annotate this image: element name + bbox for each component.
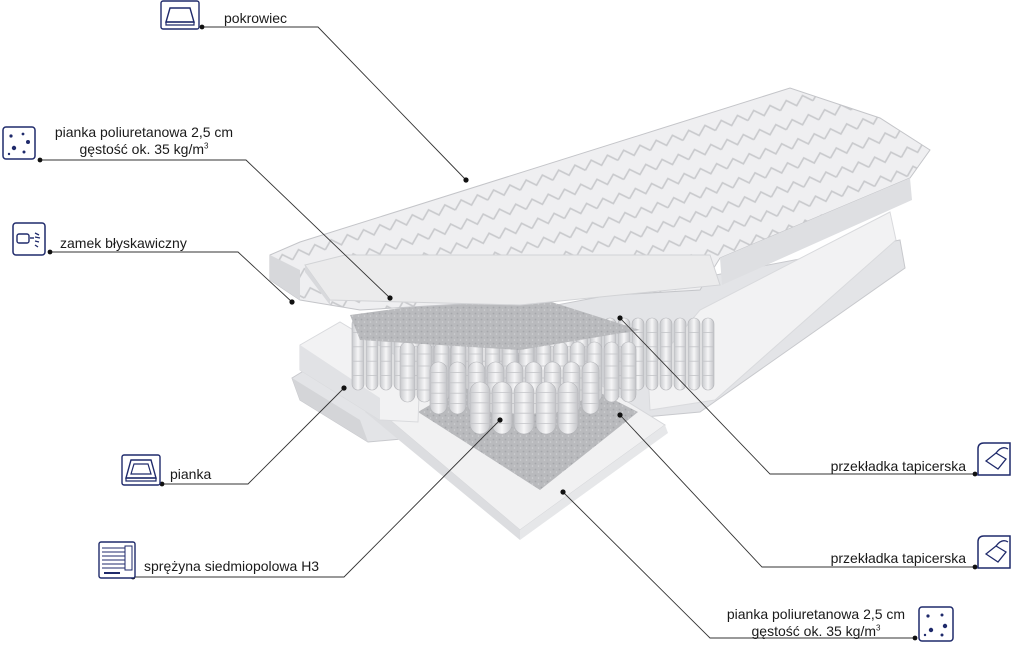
upholstery-pad-icon xyxy=(976,441,1012,477)
upholstery-pad-icon xyxy=(976,534,1012,570)
spring-coil xyxy=(581,361,600,415)
foam-density-icon xyxy=(918,606,954,642)
label-foam-bottom-line2: gęstość ok. 35 kg/m3 xyxy=(751,623,881,639)
label-pad-1: przekładka tapicerska xyxy=(830,458,966,474)
pocket-spring-icon xyxy=(98,541,136,579)
label-spring: sprężyna siedmiopolowa H3 xyxy=(144,558,320,574)
label-foam-top: pianka poliuretanowa 2,5 cm gęstość ok. … xyxy=(44,124,244,158)
label-foam-top-line1: pianka poliuretanowa 2,5 cm xyxy=(54,124,234,140)
foam-frame-icon xyxy=(121,454,161,486)
spring-coil xyxy=(469,381,491,435)
label-cover: pokrowiec xyxy=(224,10,288,26)
zipper-icon xyxy=(12,222,46,256)
mattress-cover-icon xyxy=(160,0,200,30)
spring-coil xyxy=(620,341,637,403)
spring-coil xyxy=(701,317,715,391)
spring-coil xyxy=(687,317,701,391)
label-foam-bottom: pianka poliuretanowa 2,5 cm gęstość ok. … xyxy=(714,606,918,640)
label-foam-top-line2: gęstość ok. 35 kg/m3 xyxy=(79,141,209,157)
spring-coil xyxy=(399,341,416,403)
spring-coil xyxy=(429,361,448,415)
spring-coil xyxy=(557,381,579,435)
label-zipper: zamek błyskawiczny xyxy=(60,235,187,251)
foam-density-icon xyxy=(2,126,36,160)
spring-coil xyxy=(448,361,467,415)
spring-coil xyxy=(645,317,659,391)
spring-coil xyxy=(673,317,687,391)
leader-lines xyxy=(40,26,975,639)
label-foam-bottom-line1: pianka poliuretanowa 2,5 cm xyxy=(726,606,906,622)
spring-coil xyxy=(603,341,620,403)
label-pad-2: przekładka tapicerska xyxy=(830,550,966,566)
spring-coil xyxy=(513,381,535,435)
spring-coil xyxy=(491,381,513,435)
label-foam-side: pianka xyxy=(170,466,212,482)
spring-coil xyxy=(659,317,673,391)
spring-coil xyxy=(535,381,557,435)
